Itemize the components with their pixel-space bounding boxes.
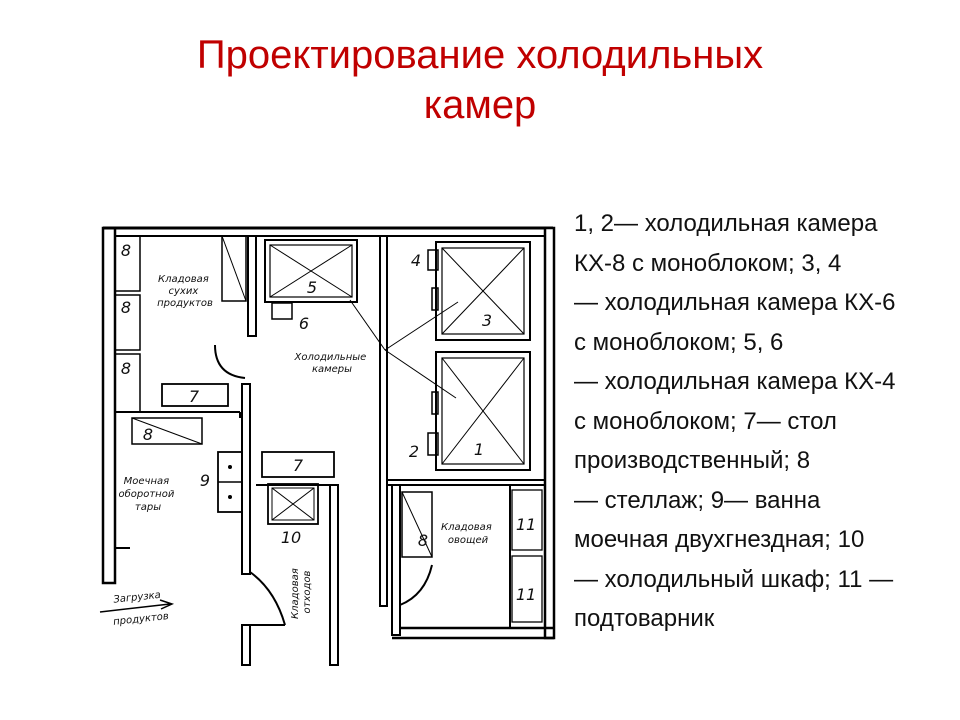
number-7-lower: 7 (293, 456, 304, 475)
slide-title: Проектирование холодильных камер (0, 30, 960, 130)
room-label-loading: Загрузка продуктов (110, 589, 169, 628)
leader-line (384, 301, 459, 351)
legend-line: подтоварник (574, 605, 715, 632)
number-7-upper: 7 (189, 387, 200, 406)
legend-line: — холодильная камера КХ-4 (574, 368, 896, 395)
shelf-8-dry (221, 235, 247, 302)
slide-title-line2: камер (423, 83, 537, 127)
number-5: 5 (307, 278, 317, 297)
room-label-line: Холодильные (294, 352, 367, 363)
room-label-line: оборотной (118, 488, 174, 500)
room-label-line: Кладовая (441, 522, 492, 533)
leader-line (349, 299, 386, 351)
wall-center-lower (241, 624, 251, 666)
number-2: 2 (409, 442, 419, 461)
monoblock-6 (271, 302, 293, 320)
legend-line: — холодильный шкаф; 11 — (574, 565, 894, 593)
slide-title-line1: Проектирование холодильных (196, 33, 764, 77)
shelf-8-left-3 (114, 353, 141, 413)
table-7-upper (161, 383, 229, 407)
wall-dry-storage-right (247, 235, 257, 337)
shelf-8-left-1 (114, 235, 141, 292)
chamber-1 (435, 351, 531, 471)
shelf-8-veg (401, 491, 433, 558)
legend-line: — холодильная камера КХ-6 (574, 289, 896, 316)
legend-line: с моноблоком; 7— стол (574, 407, 837, 435)
room-label-line: Кладовая (290, 568, 301, 619)
number-8-shelf-2: 8 (121, 298, 131, 317)
room-label-cold-chambers: Холодильные камеры (294, 352, 370, 375)
room-label-line: продуктов (157, 298, 213, 309)
cold-cabinet-10 (267, 483, 319, 525)
legend-line: КХ-8 с моноблоком; 3, 4 (574, 249, 842, 277)
legend-line: — стеллаж; 9— ванна (574, 486, 821, 514)
table-7-lower (261, 451, 335, 478)
shelf-8-wash (131, 417, 203, 445)
room-label-line: отходов (302, 570, 313, 613)
floor-plan: Кладовая сухих продуктов Холодильные кам… (99, 226, 556, 666)
number-1: 1 (474, 440, 484, 459)
wall-waste-right (329, 484, 339, 666)
outer-wall-right (543, 226, 556, 640)
legend-line: моечная двухгнездная; 10 (574, 526, 865, 553)
number-8-veg: 8 (418, 531, 428, 550)
number-8-wash: 8 (143, 425, 153, 444)
outer-wall-left (101, 226, 117, 585)
pallet-11-upper (511, 489, 543, 551)
wall-chamber-divider (379, 235, 388, 607)
number-10: 10 (281, 528, 301, 547)
monoblock-4 (427, 249, 439, 271)
legend-line: 1, 2— холодильная камера (574, 210, 878, 237)
door-swing (399, 564, 433, 606)
pallet-11-lower (511, 555, 543, 623)
loading-arrow (99, 603, 171, 613)
wall-center-upper (241, 383, 251, 575)
room-label-line: продуктов (113, 611, 170, 628)
legend-text: 1, 2— холодильная камера КХ-8 с моноблок… (574, 204, 960, 639)
number-9: 9 (200, 471, 210, 490)
leader-line (384, 349, 457, 399)
monoblock-2 (427, 432, 439, 456)
room-label-line: сухих (169, 286, 199, 297)
room-label-line: Кладовая (158, 274, 209, 285)
door-swing (214, 344, 246, 379)
number-6: 6 (299, 314, 309, 333)
door-swing (249, 571, 286, 626)
number-4: 4 (411, 251, 421, 270)
number-8-shelf-1: 8 (121, 241, 131, 260)
room-label-waste-storage: Кладовая отходов (290, 565, 313, 619)
chamber-3 (435, 241, 531, 341)
room-label-veg-storage: Кладовая овощей (441, 522, 495, 546)
room-label-dry-storage: Кладовая сухих продуктов (157, 274, 213, 309)
room-label-washroom: Моечная оборотной тары (118, 476, 177, 513)
room-label-line: Моечная (124, 476, 170, 487)
number-11-upper: 11 (516, 515, 536, 534)
room-label-line: тары (135, 502, 161, 513)
shelf-8-left-2 (114, 294, 141, 351)
legend-line: с моноблоком; 5, 6 (574, 328, 784, 356)
number-11-lower: 11 (516, 585, 536, 604)
chamber-5 (264, 239, 358, 303)
number-8-shelf-3: 8 (121, 359, 131, 378)
room-label-line: камеры (312, 364, 352, 375)
room-label-line: овощей (448, 535, 489, 546)
wall-veg-left (391, 484, 401, 636)
legend-line: производственный; 8 (574, 447, 811, 474)
number-3: 3 (482, 311, 492, 330)
room-label-line: Загрузка (113, 590, 161, 606)
